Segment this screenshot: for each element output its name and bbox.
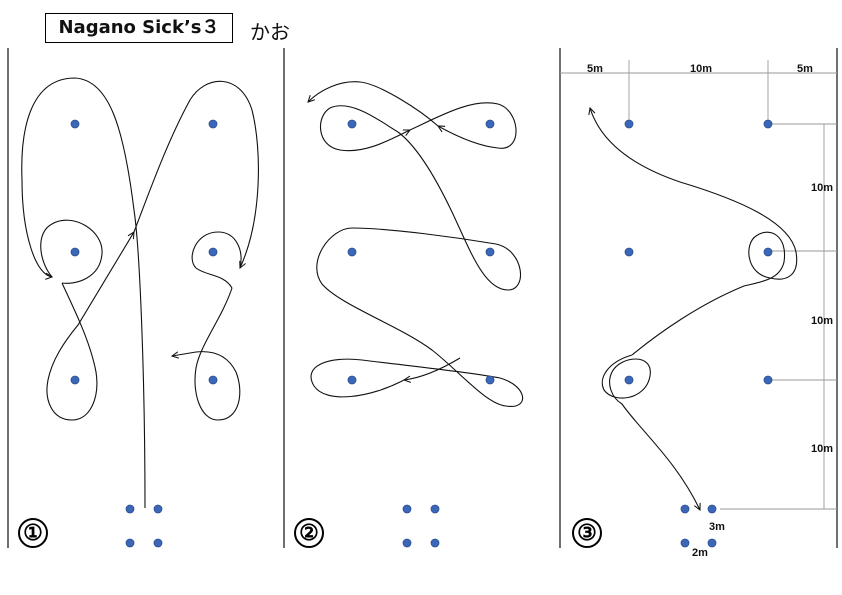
cone: [208, 119, 218, 129]
panel1-cones: [70, 119, 218, 548]
cone: [485, 375, 495, 385]
panel1-path-left-circle: [40, 219, 103, 284]
panel1-path-right-loop: [133, 80, 259, 268]
cone: [347, 119, 357, 129]
panel2-path-entry: [404, 357, 461, 380]
cone: [763, 375, 773, 385]
panel1-path-right-circle: [191, 231, 242, 289]
panel1-path-right-teardrop: [172, 287, 241, 421]
dim-top-middle: 10m: [690, 63, 712, 75]
panel3-cones: [624, 119, 773, 548]
dim-right-3: 10m: [811, 443, 833, 455]
cone: [208, 247, 218, 257]
dim-start-gap-vertical: 3m: [709, 521, 725, 533]
panel-number-3: ③: [572, 518, 602, 548]
pattern-subtitle: かお: [250, 20, 290, 44]
cone: [70, 375, 80, 385]
cone: [763, 119, 773, 129]
dim-top-right: 5m: [797, 63, 813, 75]
panel1-path-left-loop: [21, 77, 146, 509]
dim-right-2: 10m: [811, 315, 833, 327]
panel1-path-left-teardrop: [46, 232, 134, 421]
panel3-guides: [560, 60, 837, 510]
panel2-path-top-right-loop: [409, 102, 517, 149]
panel3-route: [590, 108, 798, 510]
start-cone: [153, 504, 163, 514]
start-cone: [680, 538, 690, 548]
cone: [70, 119, 80, 129]
panel2-path-exit: [308, 81, 439, 127]
panel3-path-upper: [590, 108, 798, 356]
start-cone: [125, 538, 135, 548]
start-cone: [680, 504, 690, 514]
cone: [208, 375, 218, 385]
panel2-path-figure-eight-lower: [310, 131, 524, 407]
pattern-title: Nagano Sick’s３: [45, 13, 233, 43]
cone: [347, 375, 357, 385]
panel1-route: [21, 77, 259, 509]
cone: [624, 119, 634, 129]
cone: [763, 247, 773, 257]
dim-start-gap-horizontal: 2m: [692, 547, 708, 559]
dim-right-1: 10m: [811, 182, 833, 194]
panel-number-2: ②: [294, 518, 324, 548]
start-cone: [153, 538, 163, 548]
panel2-path-top-left-loop: [319, 105, 410, 152]
panel2-cones: [347, 119, 495, 548]
start-cone: [707, 504, 717, 514]
start-cone: [430, 538, 440, 548]
panel3-path-lower: [601, 354, 700, 510]
cone: [624, 247, 634, 257]
cone: [70, 247, 80, 257]
dim-top-left: 5m: [587, 63, 603, 75]
panel-number-1: ①: [18, 518, 48, 548]
cone: [485, 119, 495, 129]
start-cone: [402, 504, 412, 514]
cone: [485, 247, 495, 257]
cone: [347, 247, 357, 257]
start-cone: [430, 504, 440, 514]
start-cone: [125, 504, 135, 514]
start-cone: [707, 538, 717, 548]
start-cone: [402, 538, 412, 548]
panel2-route: [308, 81, 524, 407]
cone: [624, 375, 634, 385]
